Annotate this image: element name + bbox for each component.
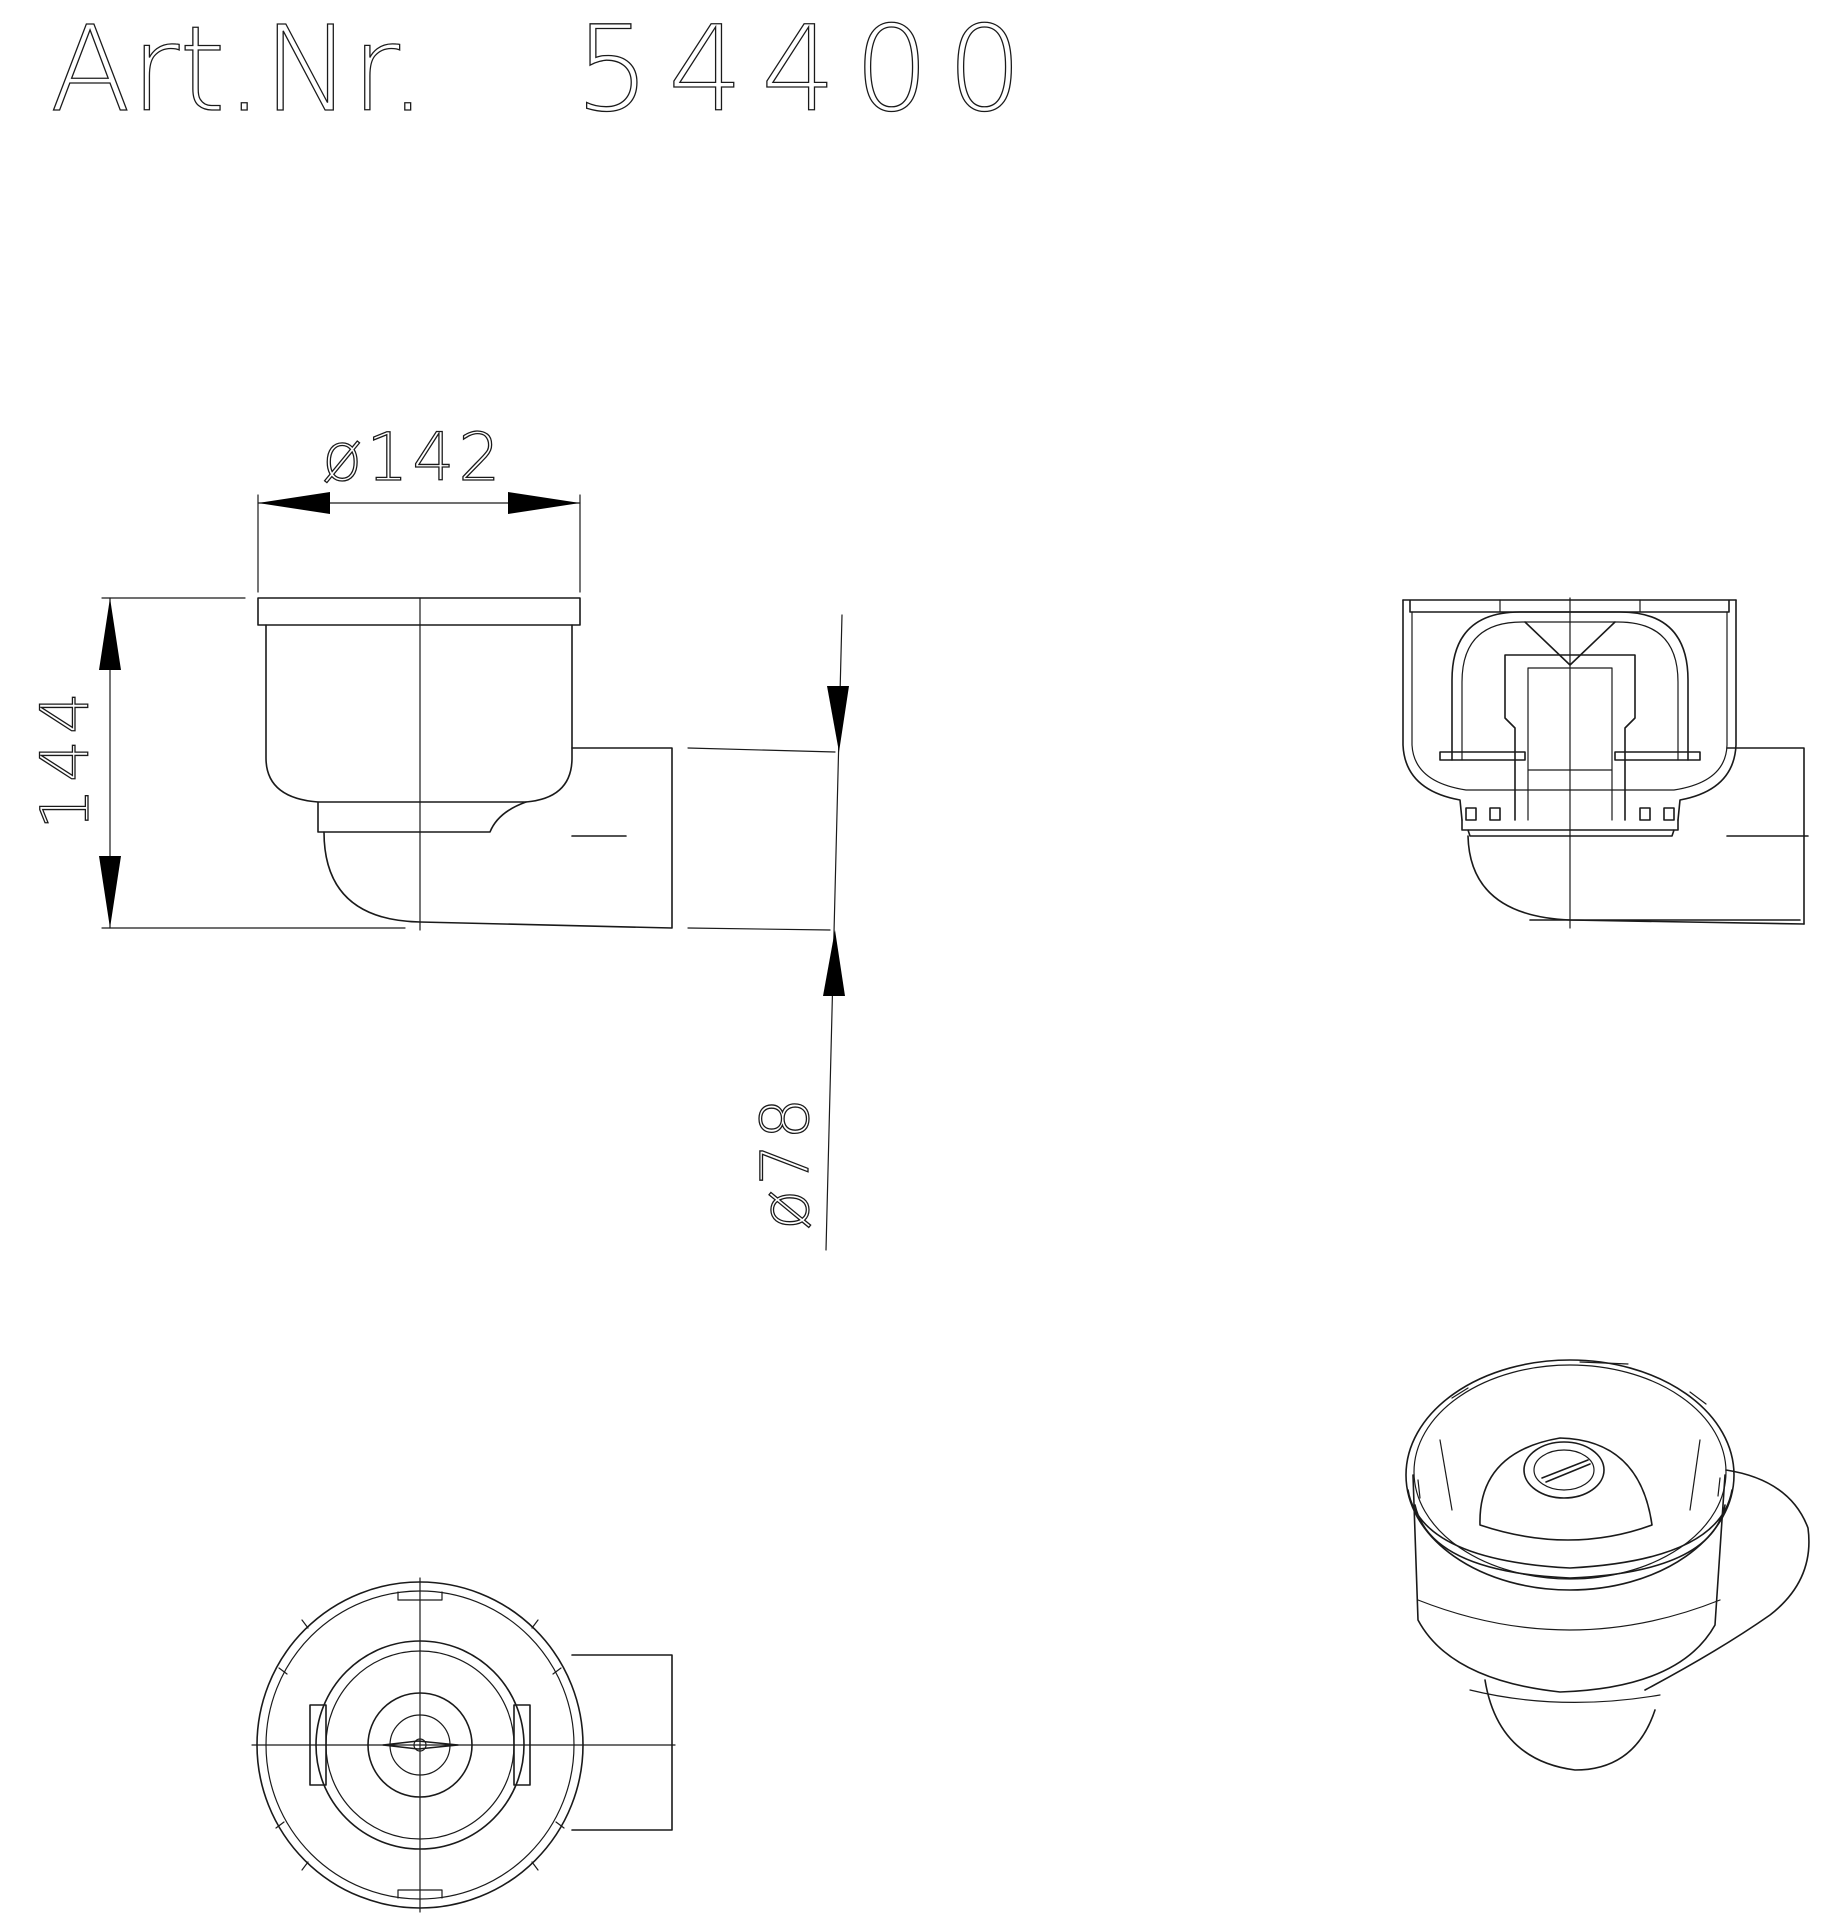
arrow-head <box>823 930 845 996</box>
dim-label-height: 144 <box>27 686 104 830</box>
section-seal-left <box>1465 807 1501 821</box>
iso-center-cap-inner <box>1533 1449 1595 1491</box>
top-tab-right <box>513 1704 531 1786</box>
title-article-number: 54400 <box>575 0 1040 138</box>
iso-center-slot <box>1541 1459 1591 1483</box>
dim-label-diameter-outlet: ø78 <box>747 1094 824 1230</box>
isometric-view <box>1405 1359 1810 1771</box>
arrow-head <box>99 598 121 670</box>
iso-center-cap <box>1523 1441 1605 1499</box>
iso-inner-dome <box>1479 1437 1653 1541</box>
arrow-head <box>508 492 580 514</box>
side-outlet-pipe <box>419 747 673 929</box>
side-rim <box>257 597 581 626</box>
iso-body <box>1412 1474 1726 1693</box>
dim-ext-line <box>687 747 836 753</box>
section-elbow <box>1467 835 1805 925</box>
iso-bottom-lobe <box>1484 1679 1656 1771</box>
dim-diameter-top: ø142 <box>257 418 581 593</box>
dim-diameter-outlet: ø78 <box>687 614 849 1251</box>
top-view <box>251 1577 676 1913</box>
dim-ext-line <box>687 927 831 931</box>
section-outlet-pipe <box>1529 747 1809 925</box>
section-rim-ticks <box>1499 599 1641 613</box>
iso-side-tabs <box>1439 1439 1701 1511</box>
section-seal-right <box>1639 807 1675 821</box>
side-upper-body <box>265 624 573 803</box>
dim-height: 144 <box>26 597 406 929</box>
side-view <box>257 597 673 931</box>
side-lower-step <box>317 801 527 833</box>
iso-outlet-tail <box>1644 1469 1810 1691</box>
section-inner-pipe <box>1504 654 1636 821</box>
title-block: Art.Nr. 54400 <box>49 0 1040 139</box>
iso-rim-outer <box>1405 1359 1735 1591</box>
iso-rim-notches <box>1417 1361 1721 1499</box>
arrow-head <box>99 856 121 928</box>
side-elbow <box>323 831 421 923</box>
section-bell-feet <box>1439 751 1701 761</box>
iso-rim-inner <box>1413 1364 1727 1580</box>
top-outlet-pipe <box>571 1654 673 1831</box>
section-view <box>1402 597 1809 929</box>
top-tab-left <box>309 1704 327 1786</box>
arrow-head <box>258 492 330 514</box>
section-outer-body <box>1402 599 1463 821</box>
title-label: Art.Nr. <box>50 0 426 138</box>
iso-body-band <box>1417 1599 1721 1631</box>
arrow-head <box>827 686 849 752</box>
iso-rim-lower-band <box>1407 1489 1733 1579</box>
dim-label-diameter-top: ø142 <box>322 419 504 496</box>
iso-bottom-step <box>1469 1689 1661 1704</box>
